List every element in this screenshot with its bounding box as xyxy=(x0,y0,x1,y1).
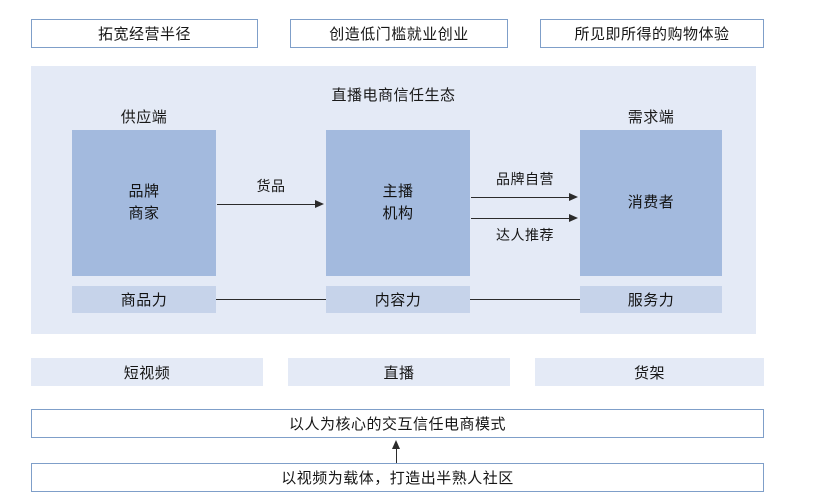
channel-bar-livestream: 直播 xyxy=(288,358,510,386)
channel-bar-short-video: 短视频 xyxy=(31,358,263,386)
summary-label-trust-model: 以人为核心的交互信任电商模式 xyxy=(288,417,506,433)
capability-connector-right xyxy=(470,299,580,300)
summary-label-video-community: 以视频为载体，打造出半熟人社区 xyxy=(281,471,514,487)
capability-bar-content: 内容力 xyxy=(326,286,470,313)
summary-box-trust-model: 以人为核心的交互信任电商模式 xyxy=(31,409,764,438)
actor-box-supply: 品牌 商家 xyxy=(72,130,216,276)
capability-bar-service: 服务力 xyxy=(580,286,722,313)
top-callout-box-2: 创造低门槛就业创业 xyxy=(290,19,508,48)
actor-demand-line1: 消费者 xyxy=(627,194,675,211)
flow-arrowhead-goods xyxy=(315,199,324,208)
ecosystem-panel: 直播电商信任生态 供应端 需求端 品牌 商家 主播 机构 消费者 货品 品牌自营… xyxy=(31,66,756,334)
actor-box-host: 主播 机构 xyxy=(326,130,470,276)
flow-label-goods: 货品 xyxy=(256,180,286,195)
flow-line-goods xyxy=(217,204,315,205)
actor-supply-line2: 商家 xyxy=(128,206,160,222)
capability-label-service: 服务力 xyxy=(627,293,675,309)
channel-label-livestream: 直播 xyxy=(383,365,415,382)
channel-label-short-video: 短视频 xyxy=(123,365,171,382)
channel-bar-shelf: 货架 xyxy=(535,358,764,386)
flow-label-brand-self-operated: 品牌自营 xyxy=(496,173,554,188)
channel-label-shelf: 货架 xyxy=(633,365,665,382)
top-callout-box-3: 所见即所得的购物体验 xyxy=(540,19,764,48)
summary-connector-arrowhead xyxy=(391,440,400,449)
demand-side-label: 需求端 xyxy=(627,110,675,126)
supply-side-label: 供应端 xyxy=(120,110,168,126)
flow-line-influencer-recommend xyxy=(471,218,569,219)
flow-label-influencer-recommend: 达人推荐 xyxy=(496,229,554,244)
capability-bar-product: 商品力 xyxy=(72,286,216,313)
top-callout-label-1: 拓宽经营半径 xyxy=(97,27,191,43)
flow-arrowhead-brand-self-operated xyxy=(569,192,578,201)
actor-host-line1: 主播 xyxy=(382,183,414,200)
capability-label-product: 商品力 xyxy=(120,293,168,309)
summary-box-video-community: 以视频为载体，打造出半熟人社区 xyxy=(31,463,764,492)
actor-host-line2: 机构 xyxy=(382,206,414,222)
flow-arrowhead-influencer-recommend xyxy=(569,213,578,222)
actor-supply-line1: 品牌 xyxy=(128,183,160,200)
top-callout-box-1: 拓宽经营半径 xyxy=(31,19,258,48)
summary-connector-line xyxy=(396,448,397,463)
ecosystem-title: 直播电商信任生态 xyxy=(331,88,456,104)
capability-label-content: 内容力 xyxy=(374,293,422,309)
top-callout-label-2: 创造低门槛就业创业 xyxy=(329,27,469,43)
flow-line-brand-self-operated xyxy=(471,197,569,198)
actor-box-demand: 消费者 xyxy=(580,130,722,276)
top-callout-label-3: 所见即所得的购物体验 xyxy=(574,27,730,43)
capability-connector-left xyxy=(216,299,326,300)
